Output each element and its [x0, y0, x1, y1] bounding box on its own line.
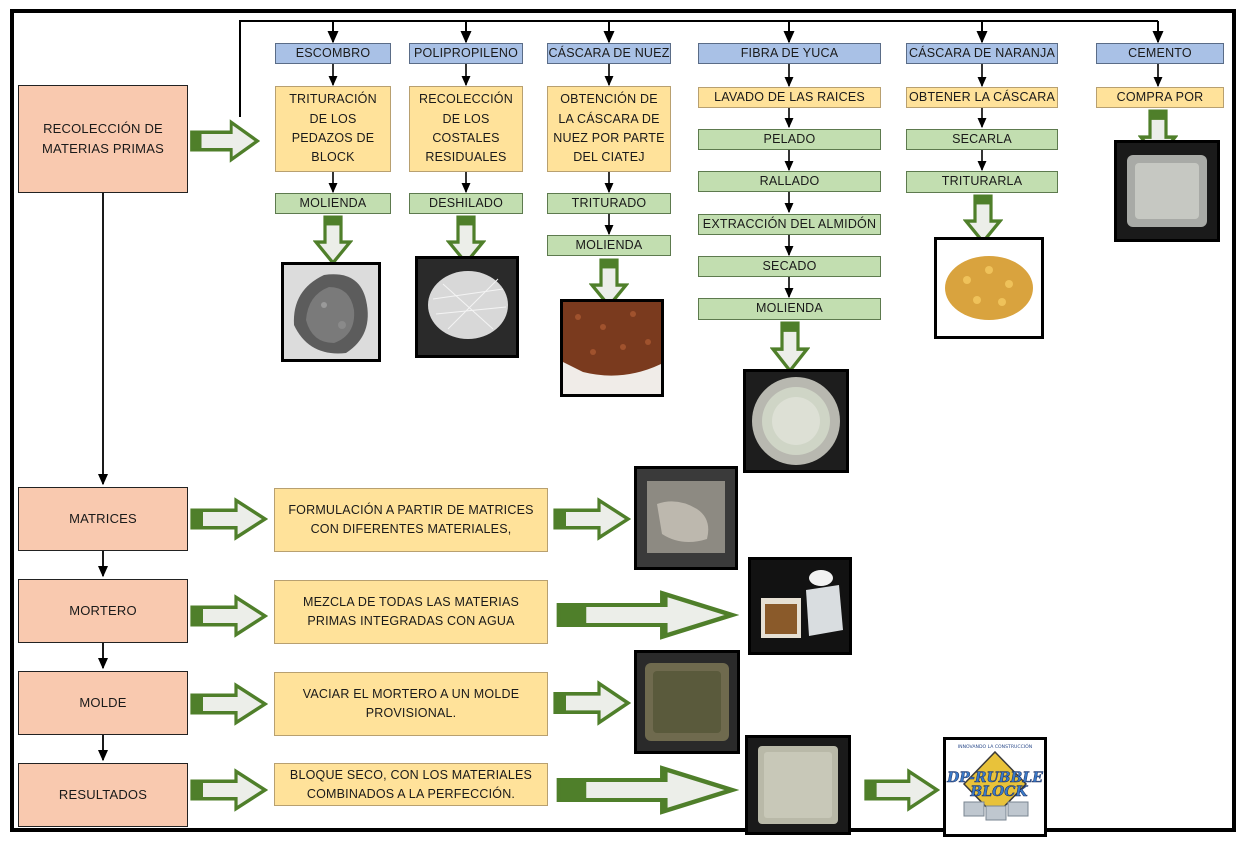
escombro-step: TRITURACIÓN DE LOS PEDAZOS DE BLOCK [275, 86, 391, 172]
cascara-nuez-step: TRITURADO [547, 193, 671, 214]
escombro-step: MOLIENDA [275, 193, 391, 214]
column-step-connectors [328, 64, 1163, 299]
right-arrow-icon [190, 498, 267, 540]
material-header-cemento: CEMENTO [1096, 43, 1224, 64]
stage-mortar-label: MORTERO [69, 602, 137, 618]
results-photo [745, 735, 851, 835]
cascara-nuez-step: MOLIENDA [547, 235, 671, 256]
right-arrow-icon [560, 769, 732, 812]
down-arrow-icon [771, 321, 809, 373]
right-arrow-icon [864, 769, 939, 811]
right-arrow-icon [190, 683, 267, 725]
fibra-yuca-step: PELADO [698, 129, 881, 150]
material-header-polipropileno: POLIPROPILENO [409, 43, 523, 64]
cemento-photo [1114, 140, 1220, 242]
stage-results-label: RESULTADOS [58, 786, 148, 802]
cemento-step: COMPRA POR [1096, 87, 1224, 108]
logo-tagline: INNOVANDO LA CONSTRUCCIÓN [958, 743, 1032, 750]
fibra-yuca-photo [743, 369, 849, 473]
logo-name-line2: BLOCK [969, 784, 1028, 800]
polipropileno-step: DESHILADO [409, 193, 523, 214]
material-header-fibra-yuca: FIBRA DE YUCA [698, 43, 881, 64]
fibra-yuca-step: MOLIENDA [698, 298, 881, 320]
right-arrow-icon [189, 120, 260, 162]
polipropileno-photo [415, 256, 519, 358]
escombro-photo [281, 262, 381, 362]
stage-mortar: MORTERO [18, 579, 188, 643]
logo-name-line1: DP-RUBBLE [946, 770, 1043, 786]
right-arrow-icon [190, 595, 267, 637]
material-header-escombro: ESCOMBRO [275, 43, 391, 64]
stage-raw-materials: RECOLECCIÓN DE MATERIAS PRIMAS [18, 85, 188, 193]
cascara-naranja-photo [934, 237, 1044, 339]
stage-matrices: MATRICES [18, 487, 188, 551]
diagram-frame [10, 9, 1236, 832]
matrices-description: FORMULACIÓN A PARTIR DE MATRICES CON DIF… [274, 488, 548, 552]
dp-rubble-block-logo: INNOVANDO LA CONSTRUCCIÓN DP-RUBBLE BLOC… [943, 737, 1047, 837]
results-description: BLOQUE SECO, CON LOS MATERIALES COMBINAD… [274, 763, 548, 806]
cascara-nuez-photo [560, 299, 664, 397]
material-header-cascara-nuez: CÁSCARA DE NUEZ [547, 43, 671, 64]
mold-photo [634, 650, 740, 754]
fibra-yuca-step: LAVADO DE LAS RAICES [698, 87, 881, 108]
polipropileno-step: RECOLECCIÓN DE LOS COSTALES RESIDUALES [409, 86, 523, 172]
down-arrow-icon [964, 194, 1002, 244]
stage-matrices-label: MATRICES [69, 510, 137, 526]
matrices-photo [634, 466, 738, 570]
stage-results: RESULTADOS [18, 763, 188, 827]
fibra-yuca-step: RALLADO [698, 171, 881, 192]
right-arrow-icon [553, 681, 630, 725]
fibra-yuca-step: EXTRACCIÓN DEL ALMIDÓN [698, 214, 881, 235]
fibra-yuca-step: SECADO [698, 256, 881, 277]
cascara-naranja-step: SECARLA [906, 129, 1058, 150]
material-header-cascara-naranja: CÁSCARA DE NARANJA [906, 43, 1058, 64]
cascara-naranja-step: TRITURARLA [906, 171, 1058, 193]
mold-description: VACIAR EL MORTERO A UN MOLDE PROVISIONAL… [274, 672, 548, 736]
stage-mold-label: MOLDE [79, 694, 127, 710]
top-distribution-connector [239, 20, 1164, 117]
right-arrow-icon [560, 594, 732, 637]
stage-raw-materials-label: RECOLECCIÓN DE MATERIAS PRIMAS [42, 120, 164, 156]
mortar-description: MEZCLA DE TODAS LAS MATERIAS PRIMAS INTE… [274, 580, 548, 644]
stage-mold: MOLDE [18, 671, 188, 735]
right-arrow-icon [553, 498, 630, 540]
right-arrow-icon [190, 769, 267, 811]
mortar-photo [748, 557, 852, 655]
down-arrow-icon [314, 215, 352, 265]
cascara-nuez-step: OBTENCIÓN DE LA CÁSCARA DE NUEZ POR PART… [547, 86, 671, 172]
cascara-naranja-step: OBTENER LA CÁSCARA [906, 87, 1058, 108]
